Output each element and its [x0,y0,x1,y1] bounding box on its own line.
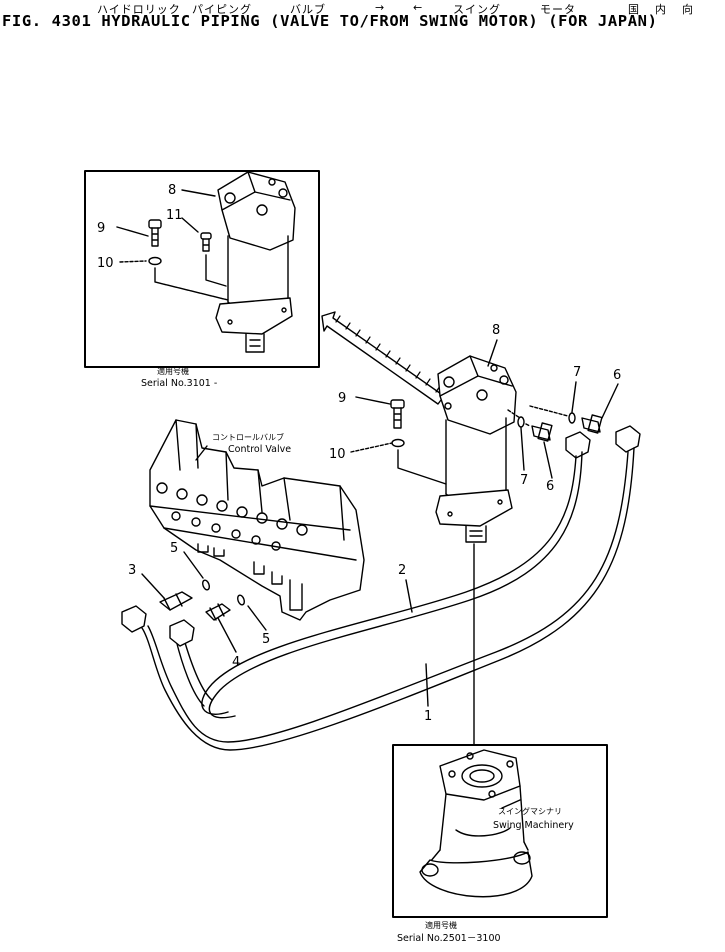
hose-elbow-4 [169,619,195,647]
control-valve [149,419,365,621]
jp-title-part: 向 [682,3,694,16]
callout-1: 1 [424,709,432,724]
serial-jp-top: 適用号機 [157,366,189,376]
control-valve-label: Control Valve [228,444,291,455]
o-ring-5-upper [202,579,210,591]
fitting-6-right [581,414,603,434]
jp-title-part: ← [413,1,424,14]
hose-elbow-1 [565,431,591,459]
jp-title-part: 国 [628,3,640,16]
callout-5-upper: 5 [170,541,178,556]
inset-frame [84,170,320,368]
inset-serial-2501-3100 [392,744,608,918]
leader-swing-machinery [501,799,521,809]
o-ring-7-right [568,412,576,424]
leader-lines [141,339,619,707]
jp-title-part: ハイドロリック [97,3,181,16]
hose-elbow-3 [121,605,147,633]
swing-motor-main [435,355,517,543]
callout-8: 8 [492,323,500,338]
swing-machinery-label: Swing Machinery [493,820,574,831]
hose-elbow-2 [615,425,641,453]
callout-3: 3 [128,563,136,578]
bolt-9 [390,399,405,429]
swing-machinery-jp: スイングマシナリ [498,806,562,816]
figure-title: FIG. 4301 HYDRAULIC PIPING (VALVE TO/FRO… [2,12,658,30]
fitting-4 [205,603,231,621]
callout-7-upper: 7 [573,365,581,380]
callout-9-inset: 9 [97,221,105,236]
hose-2 [201,451,583,719]
hose-1 [141,447,635,751]
serial-bottom: Serial No.2501－3100 [397,933,501,944]
japanese-title: ハイドロリック パイピング バルブ → ← スイング モータ 国 内 向 [0,1,725,16]
callout-9: 9 [338,391,346,406]
jp-title-part: バルブ [290,3,326,16]
inset-serial-3101 [84,170,320,368]
swing-motor-inset [215,171,296,353]
serial-top: Serial No.3101 - [141,378,217,389]
swing-machinery [419,749,533,898]
callout-10-inset: 10 [97,256,114,271]
callout-2: 2 [398,563,406,578]
fitting-6-left [531,422,553,442]
bolt-11-inset [200,232,212,252]
inset-frame [392,744,608,918]
callout-5-lower: 5 [262,632,270,647]
reference-arrow [321,311,445,405]
jp-title-part: モータ [540,3,576,16]
callout-6-upper: 6 [613,368,621,383]
o-ring-5-lower [237,594,245,606]
callout-4: 4 [232,655,240,670]
callout-7-lower: 7 [520,473,528,488]
o-ring-7-left [517,416,525,428]
fitting-3 [159,591,193,611]
washer-10-inset [148,256,162,266]
callout-10: 10 [329,447,346,462]
control-valve-jp: コントロールバルブ [212,432,284,442]
callout-11: 11 [166,208,183,223]
callout-6-lower: 6 [546,479,554,494]
jp-title-part: パイピング [192,3,252,16]
jp-title-part: 内 [655,3,667,16]
bolt-9-inset [148,219,162,247]
serial-jp-bottom: 適用号機 [425,920,457,930]
jp-title-part: スイング [453,3,501,16]
jp-title-part: → [375,1,386,14]
washer-10 [391,438,405,448]
callout-8-inset: 8 [168,183,176,198]
leader-9-10 [397,449,447,485]
